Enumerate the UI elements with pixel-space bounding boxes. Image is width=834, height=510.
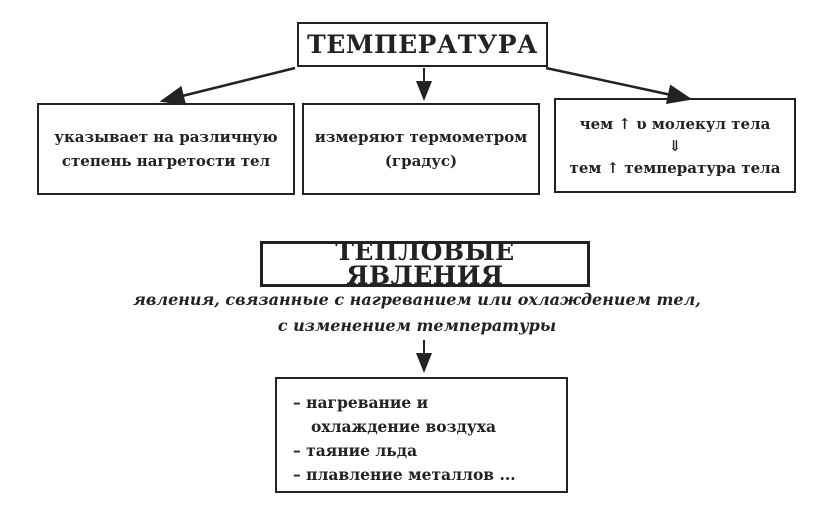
measurement-line-2: (градус) xyxy=(384,152,458,170)
example-item: – нагревание и xyxy=(293,393,429,412)
measurement-box: измеряют термометром (градус) xyxy=(302,103,540,195)
examples-box: – нагревание и охлаждение воздуха – таян… xyxy=(275,377,568,493)
temperature-title-box: ТЕМПЕРАТУРА xyxy=(297,22,548,67)
definition-text-2: с изменением температуры xyxy=(277,316,557,335)
example-item: – плавление металлов ... xyxy=(293,465,516,484)
definition-text-1: явления, связанные с нагреванием или охл… xyxy=(133,290,701,309)
temperature-title: ТЕМПЕРАТУРА xyxy=(307,29,538,59)
definition-line-1: указывает на различную xyxy=(54,128,278,146)
definition-line-2: степень нагретости тел xyxy=(61,152,271,170)
phenomena-title: ТЕПЛОВЫЕ ЯВЛЕНИЯ xyxy=(335,237,515,290)
speed-line-2: тем ↑ температура тела xyxy=(569,158,781,177)
speed-line-1: чем ↑ υ молекул тела xyxy=(579,114,771,133)
arrow-right xyxy=(545,66,693,105)
arrow-left xyxy=(159,66,296,106)
phenomena-title-box: ТЕПЛОВЫЕ ЯВЛЕНИЯ xyxy=(260,237,590,290)
example-item: – таяние льда xyxy=(293,441,418,460)
definition-box: указывает на различную степень нагретост… xyxy=(37,103,295,195)
molecule-speed-box: чем ↑ υ молекул тела ⇓ тем ↑ температура… xyxy=(554,98,796,193)
measurement-line-1: измеряют термометром xyxy=(314,128,528,146)
example-item: охлаждение воздуха xyxy=(311,417,497,436)
implies-arrow-icon: ⇓ xyxy=(668,136,682,155)
